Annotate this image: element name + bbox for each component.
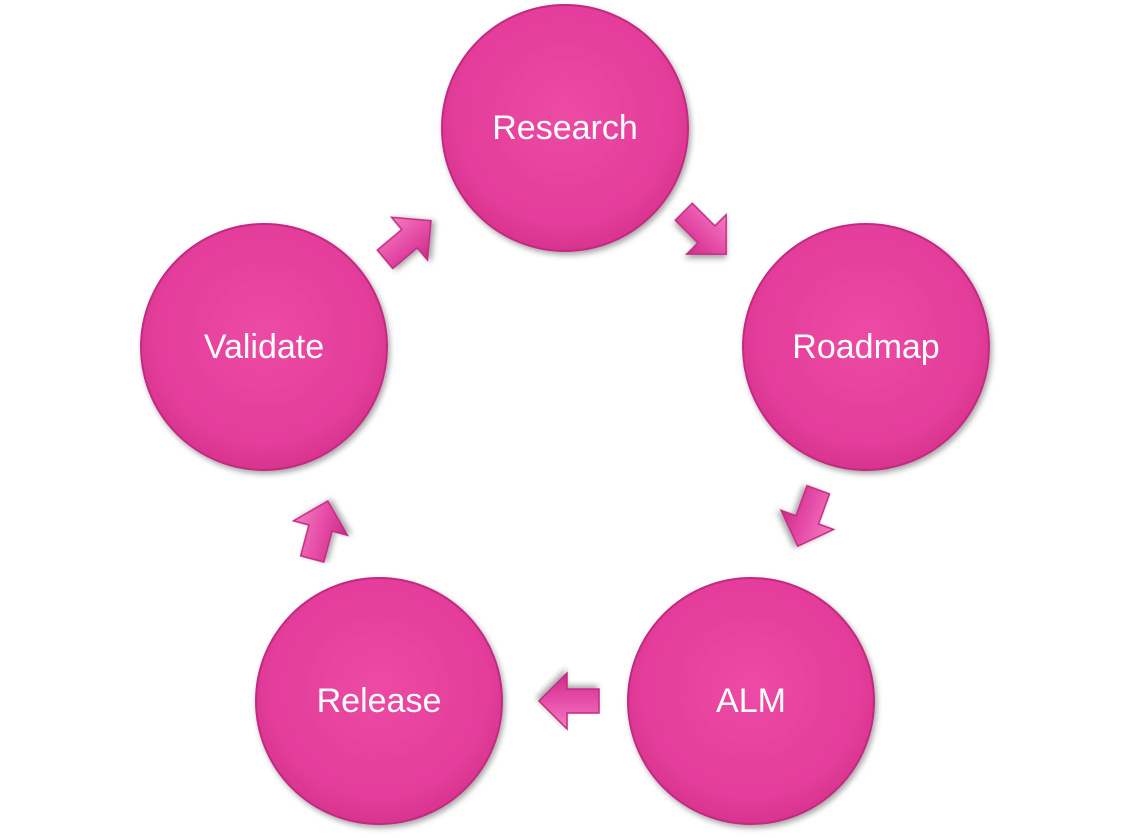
node-validate-label: Validate [204,328,324,366]
node-validate: Validate [140,223,388,471]
arrow-release-to-validate [291,499,350,564]
arrow-research-to-roadmap [674,202,727,255]
node-roadmap: Roadmap [742,223,990,471]
node-roadmap-label: Roadmap [792,328,939,366]
node-alm: ALM [627,577,875,825]
node-alm-circle [627,577,875,825]
arrow-roadmap-to-alm [779,484,836,548]
arrows [291,202,836,731]
node-roadmap-circle [742,223,990,471]
node-research-circle [441,4,689,252]
node-release-label: Release [317,682,442,720]
node-research: Research [441,4,689,252]
node-release: Release [255,577,503,825]
arrow-alm-to-release [537,671,600,731]
node-alm-label: ALM [716,682,786,720]
node-release-circle [255,577,503,825]
arrow-validate-to-research [376,216,432,270]
node-research-label: Research [492,109,638,147]
node-validate-circle [140,223,388,471]
